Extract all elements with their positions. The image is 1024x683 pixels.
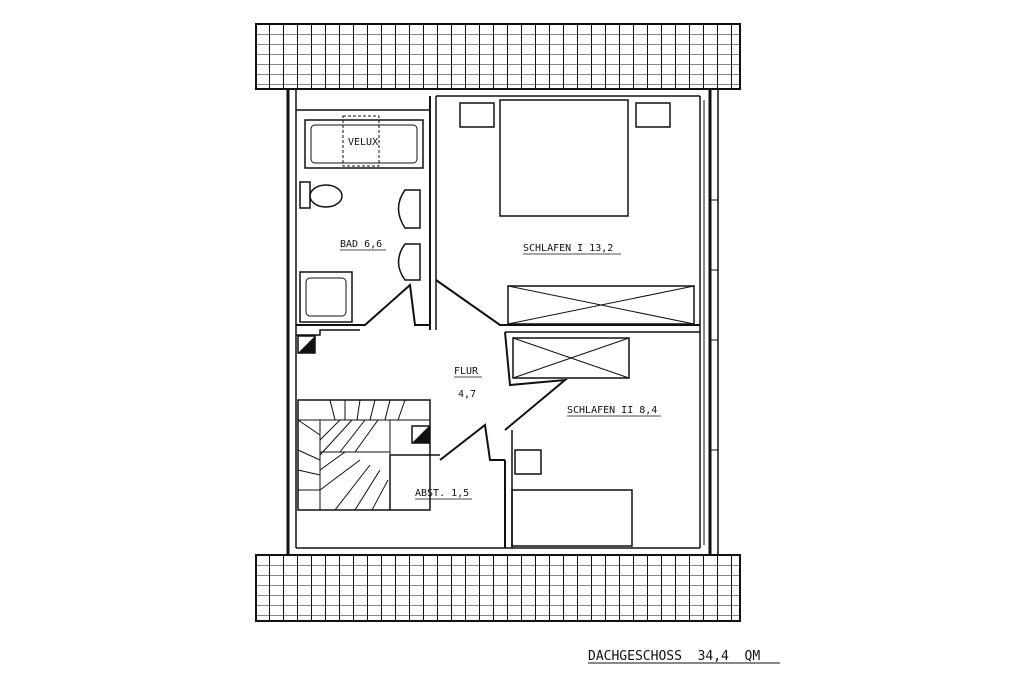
outer-walls: [286, 89, 719, 555]
interior-walls: [296, 96, 700, 548]
wardrobe-schlafen-1: [507, 285, 695, 325]
roof-top: [255, 23, 741, 90]
staircase: [297, 399, 431, 511]
velux-label: VELUX: [348, 137, 378, 148]
washbasins: [397, 189, 421, 281]
toilet: [299, 181, 343, 209]
wardrobe-schlafen-2: [512, 337, 630, 379]
plan-title: DACHGESCHOSS 34,4 QM: [588, 649, 760, 664]
right-wall-windows: [703, 100, 718, 545]
bathtub: [304, 115, 424, 169]
bed-schlafen-1: [459, 99, 671, 217]
room-label-flur: FLUR: [454, 366, 479, 377]
room-area-flur: 4,7: [458, 389, 476, 400]
room-label-bad: BAD 6,6: [340, 239, 382, 250]
room-label-schlafen-2: SCHLAFEN II 8,4: [567, 405, 657, 416]
room-label-schlafen-1: SCHLAFEN I 13,2: [523, 243, 613, 254]
label-underlines: [340, 249, 780, 664]
room-label-abst: ABST. 1,5: [415, 488, 469, 499]
roof-bottom: [255, 554, 741, 622]
shower: [299, 271, 353, 323]
shaft-markers: [297, 335, 430, 444]
bed-schlafen-2: [511, 449, 633, 547]
